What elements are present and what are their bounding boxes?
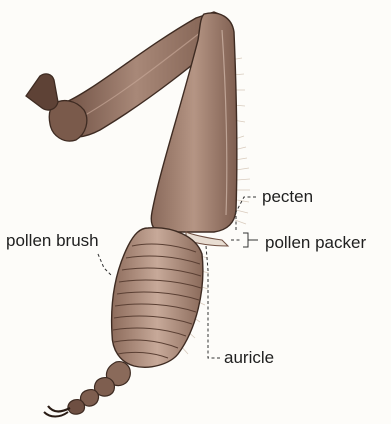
basitarsus [112, 228, 203, 368]
pollen-packer-bracket [243, 233, 258, 247]
label-pollen-packer: pollen packer [265, 234, 366, 251]
label-pollen-brush: pollen brush [6, 232, 99, 249]
leader-auricle [206, 246, 220, 358]
label-pecten: pecten [262, 188, 313, 205]
leader-pecten [236, 197, 256, 230]
leader-pollen-brush [98, 254, 112, 276]
coxa-trochanter [26, 74, 87, 141]
tarsus [44, 362, 130, 417]
label-auricle: auricle [224, 349, 274, 366]
